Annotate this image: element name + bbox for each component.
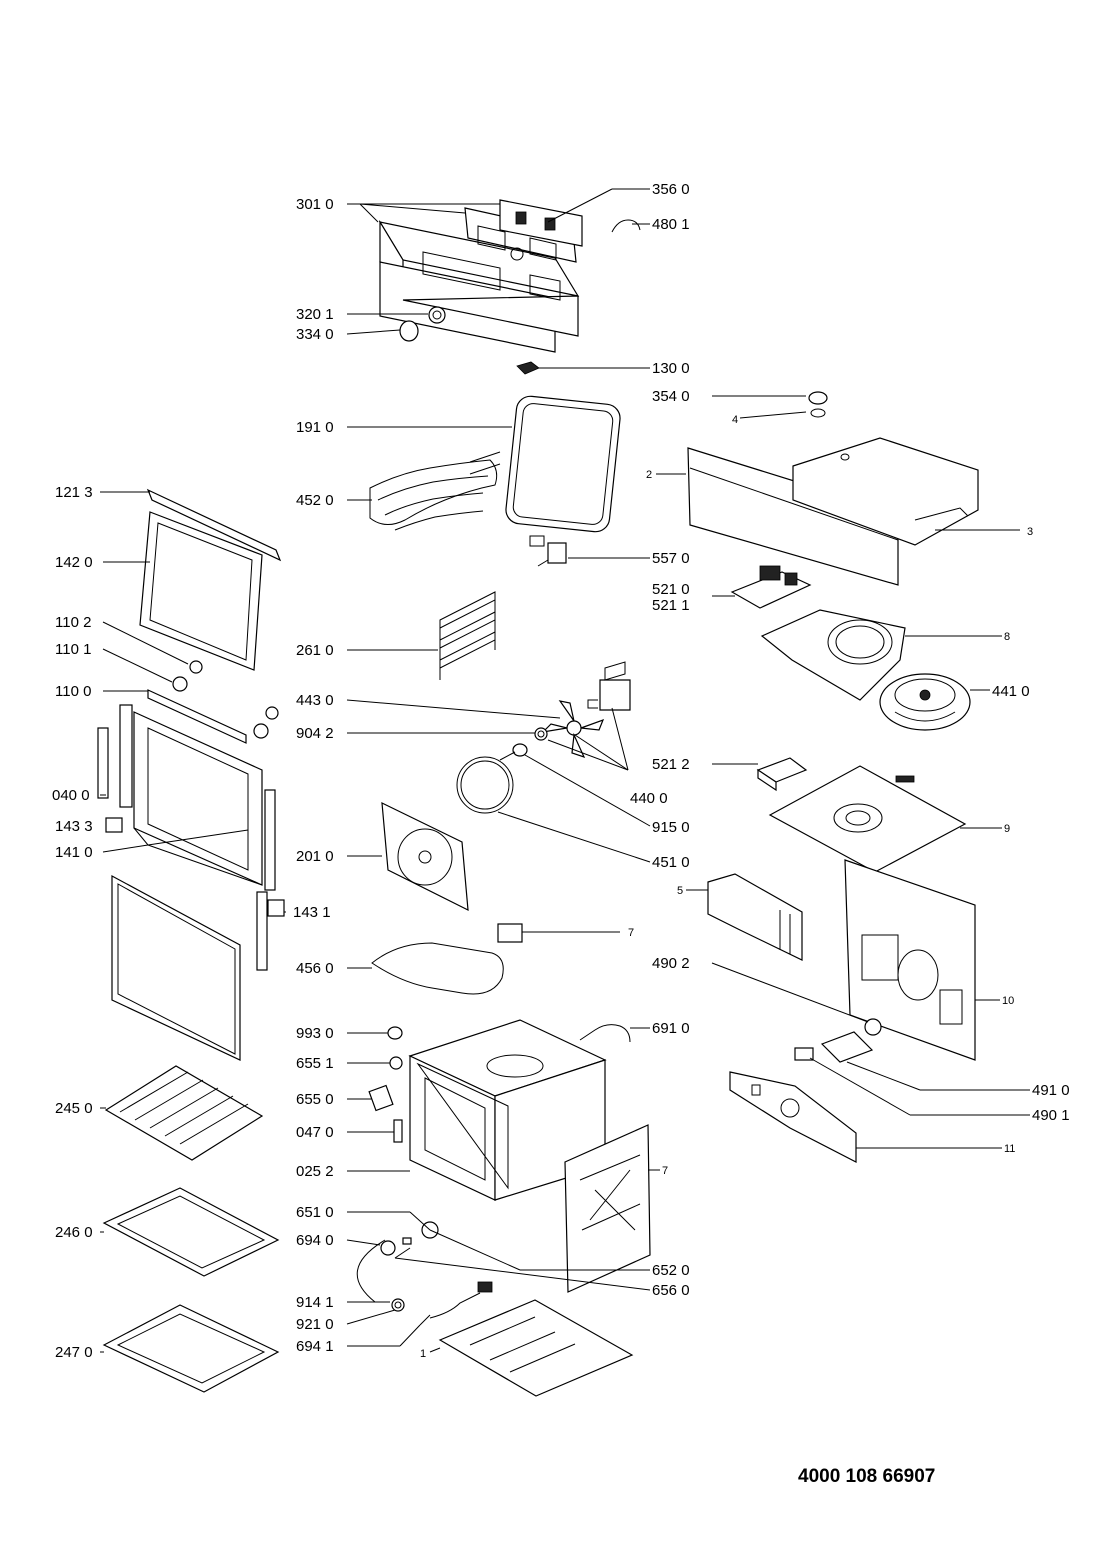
terminal-block-part: [756, 757, 808, 792]
connector-parts: [794, 1018, 882, 1063]
callout-143-1: 143 1: [293, 904, 331, 921]
lower-element-part: [371, 923, 523, 995]
callout-320-1: 320 1: [296, 306, 334, 323]
callout-110-1: 110 1: [55, 641, 91, 658]
top-panel-part: [768, 765, 967, 873]
oven-rack-part: [104, 1065, 264, 1161]
callout-921-0: 921 0: [296, 1316, 334, 1333]
callout-7-bottom: 7: [662, 1165, 668, 1177]
door-gasket-part: [505, 395, 621, 533]
shelf-support-part: [439, 591, 496, 680]
callout-490-1: 490 1: [1032, 1107, 1070, 1124]
callout-191-0: 191 0: [296, 419, 334, 436]
callout-656-0: 656 0: [652, 1282, 690, 1299]
inner-door-part: [97, 689, 285, 971]
callout-025-2: 025 2: [296, 1163, 334, 1180]
callout-443-0: 443 0: [296, 692, 334, 709]
callout-8: 8: [1004, 631, 1010, 643]
door-round-parts: [172, 660, 279, 739]
callout-521-1: 521 1: [652, 597, 690, 614]
callout-521-0: 521 0: [652, 581, 690, 598]
callout-245-0: 245 0: [55, 1100, 93, 1117]
callout-261-0: 261 0: [296, 642, 334, 659]
callout-557-0: 557 0: [652, 550, 690, 567]
circular-heater-part: [456, 751, 516, 814]
callout-121-3: 121 3: [55, 484, 93, 501]
callout-914-1: 914 1: [296, 1294, 334, 1311]
callout-691-0: 691 0: [652, 1020, 690, 1037]
callout-993-0: 993 0: [296, 1025, 334, 1042]
callout-246-0: 246 0: [55, 1224, 93, 1241]
callout-141-0: 141 0: [55, 844, 93, 861]
fan-housing-part: [760, 609, 906, 701]
callout-047-0: 047 0: [296, 1124, 334, 1141]
callout-10: 10: [1002, 995, 1014, 1007]
callout-247-0: 247 0: [55, 1344, 93, 1361]
callout-356-0: 356 0: [652, 181, 690, 198]
callout-110-2: 110 2: [55, 614, 91, 631]
callout-2: 2: [646, 469, 652, 481]
callout-1: 1: [420, 1348, 426, 1360]
callout-130-0: 130 0: [652, 360, 690, 377]
knob-parts: [399, 306, 540, 375]
callout-440-0: 440 0: [630, 790, 668, 807]
callout-labels: 301 0 356 0 480 1 320 1 334 0 130 0 354 …: [52, 181, 1070, 1361]
door-inner-glass-part: [111, 874, 241, 1061]
callout-11: 11: [1004, 1143, 1015, 1155]
callout-652-0: 652 0: [652, 1262, 690, 1279]
callout-655-0: 655 0: [296, 1091, 334, 1108]
callout-143-3: 143 3: [55, 818, 93, 835]
grill-element-part: [369, 451, 501, 531]
callout-694-1: 694 1: [296, 1338, 334, 1355]
callout-480-1: 480 1: [652, 216, 690, 233]
callout-354-0: 354 0: [652, 388, 690, 405]
callout-904-2: 904 2: [296, 725, 334, 742]
callout-334-0: 334 0: [296, 326, 334, 343]
callout-7-top: 7: [628, 927, 634, 939]
side-panel-part: [564, 1124, 651, 1293]
callout-4: 4: [732, 414, 738, 426]
fan-cover-part: [381, 801, 469, 912]
control-module-part: [729, 1071, 857, 1163]
fan-and-motor-part: [512, 661, 631, 759]
back-panel-part: [844, 859, 976, 1061]
callout-3: 3: [1027, 526, 1033, 538]
callout-441-0: 441 0: [992, 683, 1030, 700]
callout-301-0: 301 0: [296, 196, 334, 213]
wiring-parts: [356, 1221, 493, 1326]
callout-521-2: 521 2: [652, 756, 690, 773]
callout-655-1: 655 1: [296, 1055, 334, 1072]
callout-694-0: 694 0: [296, 1232, 334, 1249]
callout-201-0: 201 0: [296, 848, 334, 865]
control-board-part: [730, 565, 812, 609]
leader-lines: [100, 188, 1030, 1353]
rear-frame-part: [687, 391, 979, 586]
callout-451-0: 451 0: [652, 854, 690, 871]
callout-491-0: 491 0: [1032, 1082, 1070, 1099]
callout-490-2: 490 2: [652, 955, 690, 972]
control-panel-part: [378, 199, 641, 353]
callout-110-0: 110 0: [55, 683, 91, 700]
callout-142-0: 142 0: [55, 554, 93, 571]
callout-651-0: 651 0: [296, 1204, 334, 1221]
bottom-plate-part: [438, 1299, 634, 1397]
callout-040-0: 040 0: [52, 787, 90, 804]
drip-pan-part: [102, 1304, 280, 1393]
callout-452-0: 452 0: [296, 492, 334, 509]
cooling-fan-part: [879, 673, 971, 731]
document-number: 4000 108 66907: [798, 1466, 935, 1487]
callout-456-0: 456 0: [296, 960, 334, 977]
callout-915-0: 915 0: [652, 819, 690, 836]
bracket-part: [707, 873, 803, 961]
callout-9: 9: [1004, 823, 1010, 835]
callout-5: 5: [677, 885, 683, 897]
baking-tray-part: [102, 1187, 280, 1277]
thermostat-part: [529, 535, 567, 567]
